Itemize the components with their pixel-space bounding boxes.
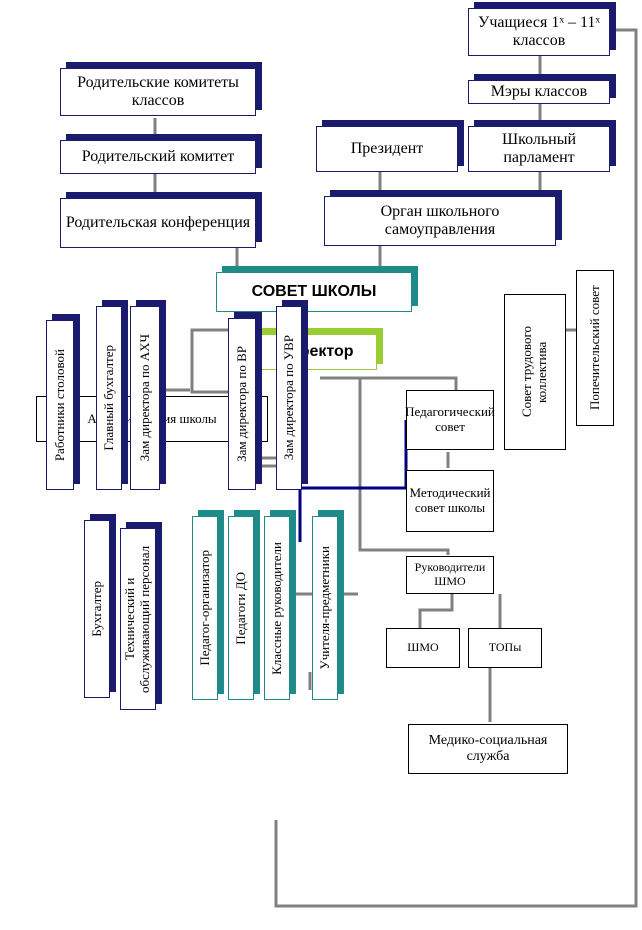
class-teachers-box: Классные руководители [264, 516, 290, 700]
students-label: Учащиеся 1ˣ – 11ˣ классов [478, 13, 600, 49]
self-government-label: Орган школьного самоуправления [380, 202, 500, 238]
deputy-ahch-label: Зам директора по АХЧ [136, 334, 152, 462]
trustee-council-label: Попечительский совет [586, 285, 602, 411]
school-parliament-label: Школьный парламент [501, 130, 577, 166]
work-collective-council-box: Совет трудового коллектива [504, 294, 566, 450]
parent-conference-label: Родительская конференция [65, 213, 251, 231]
parent-committee-label: Родительский комитет [81, 147, 235, 165]
students-box: Учащиеся 1ˣ – 11ˣ классов [468, 8, 610, 56]
subject-teachers-box: Учителя-предметники [312, 516, 338, 700]
medical-social-service-box: Медико-социальная служба [408, 724, 568, 774]
technical-staff-label: Технический и обслуживающий персонал [122, 545, 152, 693]
president-box: Президент [316, 126, 458, 172]
pedagogical-council-box: Педагогический совет [405, 390, 495, 450]
pedagogical-council-label: Педагогический совет [405, 404, 495, 434]
subject-teachers-label: Учителя-предметники [316, 546, 332, 670]
school-parliament-box: Школьный парламент [468, 126, 610, 172]
pedagogue-organizer-box: Педагог-организатор [192, 516, 218, 700]
shmo-box: ШМО [386, 628, 460, 668]
topy-box: ТОПы [468, 628, 542, 668]
pedagogue-organizer-label: Педагог-организатор [196, 550, 212, 666]
deputy-uvr-label: Зам директора по УВР [280, 335, 296, 461]
school-council-label: СОВЕТ ШКОЛЫ [251, 282, 377, 300]
trustee-council-box: Попечительский совет [576, 270, 614, 426]
deputy-ahch-box: Зам директора по АХЧ [130, 306, 160, 490]
parent-conference-box: Родительская конференция [60, 198, 256, 248]
work-collective-council-label: Совет трудового коллектива [519, 326, 549, 418]
deputy-uvr-box: Зам директора по УВР [276, 306, 302, 490]
topy-label: ТОПы [488, 640, 522, 655]
deputy-vr-box: Зам директора по ВР [228, 318, 256, 490]
deputy-vr-label: Зам директора по ВР [233, 346, 249, 462]
shmo-label: ШМО [407, 640, 439, 655]
class-teachers-label: Классные руководители [268, 541, 284, 675]
school-council-box: СОВЕТ ШКОЛЫ [216, 272, 412, 312]
class-mayors-label: Мэры классов [490, 82, 588, 100]
canteen-workers-label: Работники столовой [51, 348, 67, 462]
accountant-box: Бухгалтер [84, 520, 110, 698]
technical-staff-box: Технический и обслуживающий персонал [120, 528, 156, 710]
teachers-do-box: Педагоги ДО [228, 516, 254, 700]
methodical-council-label: Методический совет школы [409, 485, 491, 515]
director-box: Директор [255, 334, 377, 370]
teachers-do-label: Педагоги ДО [232, 571, 248, 645]
canteen-workers-box: Работники столовой [46, 320, 74, 490]
class-parent-committees-box: Родительские комитеты классов [60, 68, 256, 116]
class-parent-committees-label: Родительские комитеты классов [77, 73, 239, 109]
accountant-label: Бухгалтер [88, 581, 104, 637]
chief-accountant-label: Главный бухгалтер [100, 345, 116, 451]
class-mayors-box: Мэры классов [468, 80, 610, 104]
shmo-heads-box: Руководители ШМО [406, 556, 494, 594]
methodical-council-box: Методический совет школы [406, 470, 494, 532]
self-government-box: Орган школьного самоуправления [324, 196, 556, 246]
medical-social-service-label: Медико-социальная служба [428, 732, 548, 764]
chief-accountant-box: Главный бухгалтер [96, 306, 122, 490]
parent-committee-box: Родительский комитет [60, 140, 256, 174]
president-label: Президент [350, 139, 424, 157]
shmo-heads-label: Руководители ШМО [414, 560, 486, 588]
